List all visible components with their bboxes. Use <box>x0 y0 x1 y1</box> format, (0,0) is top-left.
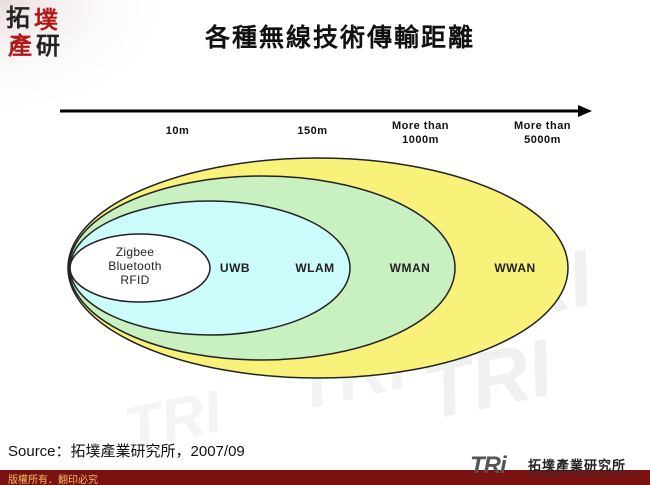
scale-label-1000m: More than 1000m <box>391 120 450 146</box>
wwan-label: WWAN <box>494 261 536 275</box>
distance-arrow <box>60 105 592 117</box>
wlam-label: WLAM <box>295 261 335 275</box>
footer-bar <box>0 470 650 485</box>
scale-label-150m: 150m <box>297 125 328 137</box>
logo-char-3: 產 <box>8 31 32 60</box>
inner-zone-labels: Zigbee Bluetooth RFID <box>95 245 175 287</box>
slide-title: 各種無線技術傳輸距離 <box>204 23 475 52</box>
logo-char-4: 研 <box>36 31 60 60</box>
logo: 拓 墣 產 研 <box>6 6 70 62</box>
inner-zone <box>69 233 211 303</box>
brand-name-en: TOPOLOGY RESEARCH INSTITUTE <box>528 471 638 478</box>
brand-mark: TRi <box>470 452 507 479</box>
logo-char-1: 拓 <box>6 3 30 32</box>
zigbee-label: Zigbee <box>115 245 155 259</box>
copyright-notice: 版權所有．翻印必究 <box>8 475 98 485</box>
scale-label-5000m: More than 5000m <box>513 120 572 146</box>
rfid-label: RFID <box>120 273 150 287</box>
bluetooth-label: Bluetooth <box>108 259 162 273</box>
wman-label: WMAN <box>389 261 431 275</box>
logo-char-2: 墣 <box>34 5 58 34</box>
brand-name-cn: 拓墣產業研究所 <box>528 459 627 474</box>
uwb-label: UWB <box>219 261 251 275</box>
source-note: Source：拓墣產業研究所，2007/09 <box>8 443 245 460</box>
scale-label-10m: 10m <box>165 125 190 137</box>
